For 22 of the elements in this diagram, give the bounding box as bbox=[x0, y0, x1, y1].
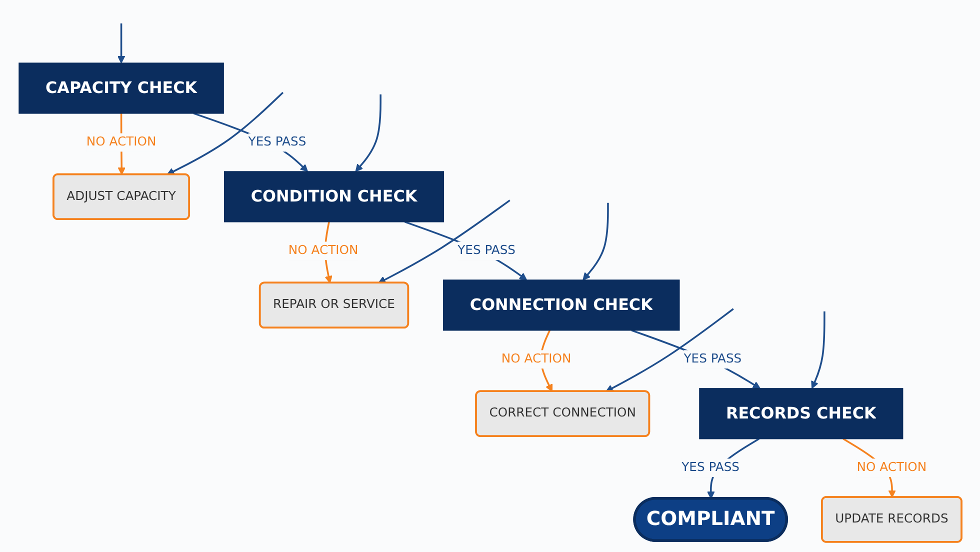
edge-label: NO ACTION bbox=[288, 242, 358, 258]
arrow bbox=[810, 310, 826, 388]
edge-label: NO ACTION bbox=[856, 460, 926, 474]
node-box: CONNECTION CHECK bbox=[442, 279, 680, 330]
arrow bbox=[166, 91, 284, 174]
node-box: CONDITION CHECK bbox=[224, 170, 444, 222]
arrow bbox=[404, 220, 527, 280]
arrow bbox=[378, 199, 510, 283]
node-box: CAPACITY CHECK bbox=[18, 62, 224, 114]
edge-label: YES PASS bbox=[681, 460, 740, 474]
arrow bbox=[117, 22, 125, 63]
edge-label: NO ACTION bbox=[86, 134, 156, 149]
arrow bbox=[192, 112, 308, 172]
arrow bbox=[582, 202, 609, 280]
arrow bbox=[605, 308, 734, 392]
node-box: RECORDS CHECK bbox=[698, 388, 903, 439]
edge-label: YES PASS bbox=[248, 134, 306, 149]
edge-label: YES PASS bbox=[683, 351, 742, 366]
edge-label: NO ACTION bbox=[501, 351, 571, 366]
arrow bbox=[354, 94, 382, 172]
arrow bbox=[630, 328, 760, 388]
edge-label: YES PASS bbox=[457, 242, 516, 258]
